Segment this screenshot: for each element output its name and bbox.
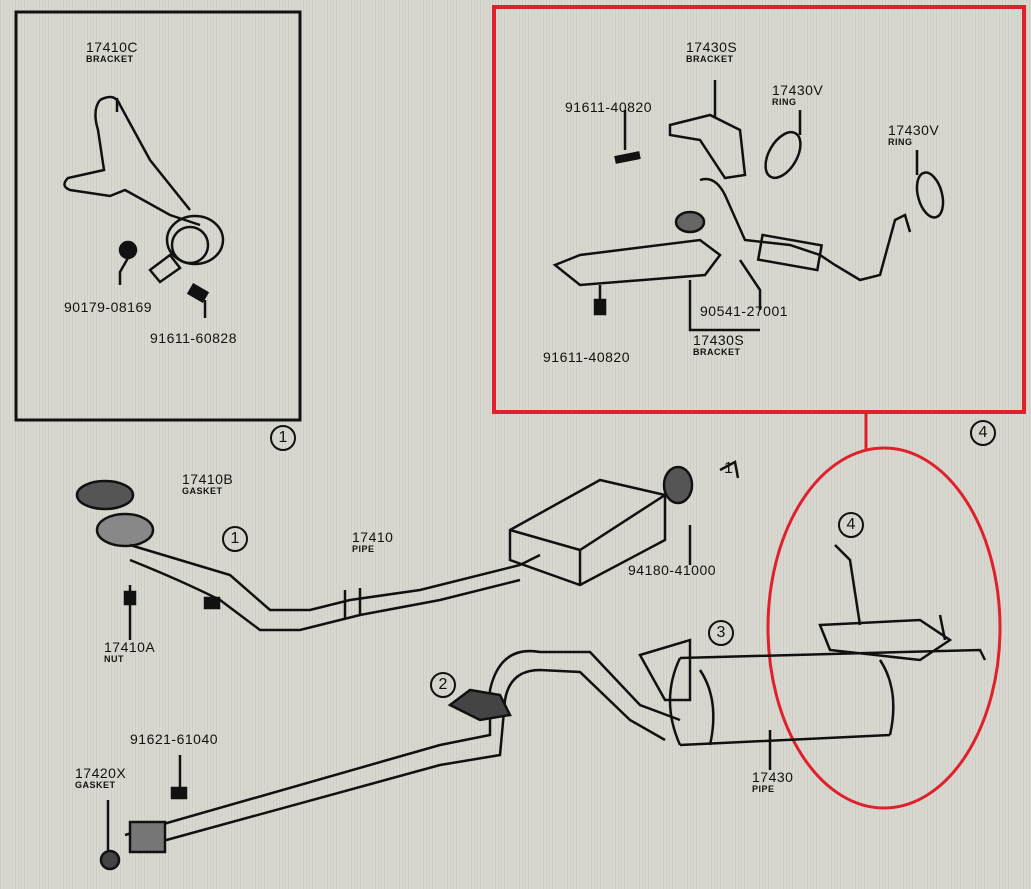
part-label-91611-40820-bottom: 91611-40820 [543,349,630,365]
part-number: 17410C [86,39,139,55]
tail-pipe-drawing [99,544,987,871]
callout-4-inset: 4 [970,420,996,446]
part-name: BRACKET [686,54,734,64]
part-name: GASKET [75,780,116,790]
part-name: PIPE [352,544,375,554]
part-number: 17430 [752,769,794,785]
part-number: 17430V [772,82,824,98]
part-number: 17430S [686,39,738,55]
callout-1-ref: 1 [724,460,734,477]
inset-4-highlight-frame [492,5,1026,414]
callout-4-main: 4 [838,512,864,538]
part-number: 17410B [182,471,234,487]
part-name: RING [888,137,913,147]
front-pipe-drawing [75,460,740,640]
part-label-91611-60828: 91611-60828 [150,330,237,346]
part-number: 17430S [693,332,745,348]
part-name: NUT [104,654,124,664]
part-number: 17430V [888,122,940,138]
callout-4-highlight-ellipse [766,446,1002,810]
bracket-17410c-drawing [63,95,225,318]
callout-1-inset: 1 [270,425,296,451]
part-label-90179-08169: 90179-08169 [64,299,153,315]
part-name: BRACKET [693,347,741,357]
part-label-91611-40820-top: 91611-40820 [565,99,652,115]
part-name: PIPE [752,784,775,794]
part-name: GASKET [182,486,223,496]
part-name: BRACKET [86,54,134,64]
part-label-90541-27001: 90541-27001 [700,303,789,319]
callout-1-main: 1 [222,526,248,552]
callout-3: 3 [708,620,734,646]
part-label-91621-61040: 91621-61040 [130,731,219,747]
inset-1-frame [14,10,302,422]
part-number: 17410A [104,639,156,655]
callout-2: 2 [430,672,456,698]
part-label-94180-41000: 94180-41000 [628,562,717,578]
part-name: RING [772,97,797,107]
hanger-assembly-drawing [552,80,945,332]
part-number: 17420X [75,765,127,781]
part-number: 17410 [352,529,394,545]
